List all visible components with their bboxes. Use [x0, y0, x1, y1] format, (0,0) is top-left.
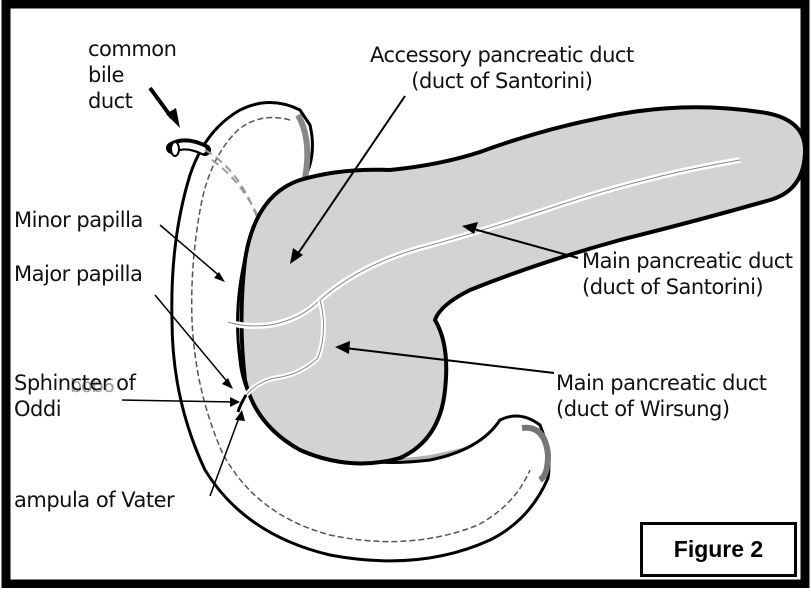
- figure-label: Figure 2: [674, 536, 763, 563]
- label-main-duct-wirsung: Main pancreatic duct (duct of Wirsung): [556, 370, 767, 422]
- label-major-papilla: Major papilla: [14, 261, 142, 287]
- label-accessory-duct: Accessory pancreatic duct (duct of Santo…: [370, 42, 634, 94]
- label-ampulla: ampula of Vater: [14, 487, 174, 513]
- common-bile-duct-opening: [171, 142, 179, 156]
- label-main-duct-santorini: Main pancreatic duct (duct of Santorini): [582, 248, 793, 300]
- label-common-bile-duct: common bile duct: [88, 36, 176, 114]
- label-minor-papilla: Minor papilla: [14, 207, 143, 233]
- figure-label-box: Figure 2: [640, 522, 797, 577]
- label-sphincter: Sphincter of Oddi: [14, 370, 135, 422]
